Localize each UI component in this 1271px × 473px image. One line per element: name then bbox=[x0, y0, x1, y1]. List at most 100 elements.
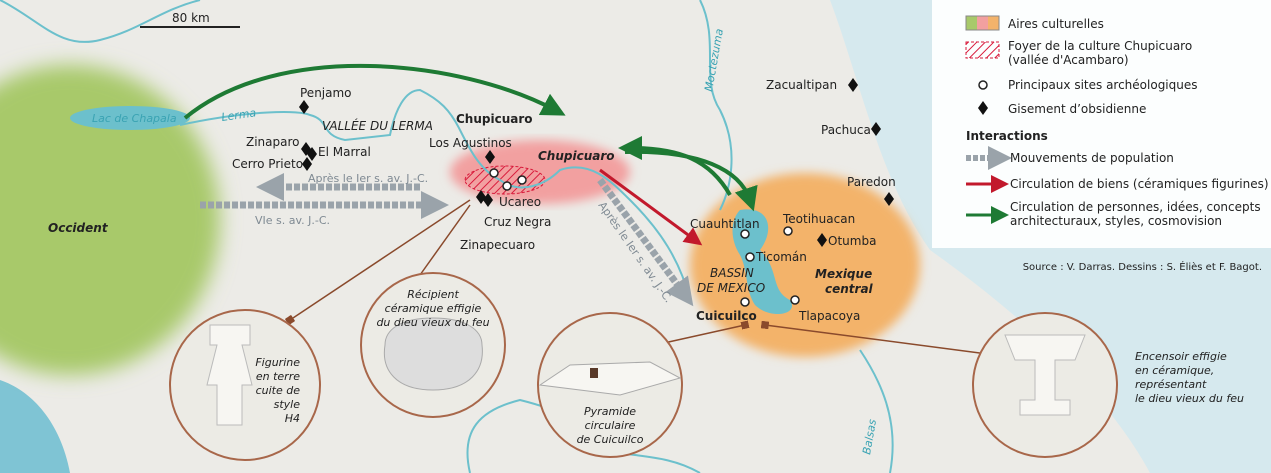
site-markers bbox=[489, 168, 800, 307]
figurine-drawing bbox=[206, 324, 253, 426]
site-icon bbox=[740, 229, 750, 239]
site-el-marral: El Marral bbox=[318, 145, 371, 159]
site-cruz-negra: Cruz Negra bbox=[484, 215, 551, 229]
site-zinapecuaro: Zinapecuaro bbox=[460, 238, 535, 252]
site-cerro-prieto: Cerro Prieto bbox=[232, 157, 303, 171]
site-cuauhtitlan: Cuauhtitlan bbox=[690, 217, 760, 231]
site-ticoman: Ticomán bbox=[755, 250, 807, 264]
site-otumba: Otumba bbox=[828, 234, 876, 248]
svg-text:circulaire: circulaire bbox=[585, 419, 636, 432]
source-credit: Source : V. Darras. Dessins : S. Éliès e… bbox=[1023, 260, 1262, 273]
river-label-balsas: Balsas bbox=[860, 418, 879, 456]
obsidian-icon bbox=[299, 100, 309, 114]
obsidian-icon bbox=[848, 78, 858, 92]
arrow-green-to-mexique bbox=[624, 149, 758, 212]
svg-text:du dieu vieux du feu: du dieu vieux du feu bbox=[376, 316, 489, 329]
site-penjamo: Penjamo bbox=[300, 86, 352, 100]
svg-text:Aires culturelles: Aires culturelles bbox=[1008, 17, 1104, 31]
svg-text:le dieu vieux du feu: le dieu vieux du feu bbox=[1135, 392, 1244, 405]
svg-text:Circulation de personnes, idée: Circulation de personnes, idées, concept… bbox=[1010, 200, 1261, 214]
river-lerma bbox=[179, 88, 691, 301]
obsidian-icon bbox=[817, 233, 827, 247]
svg-text:architecturaux, styles, cosmov: architecturaux, styles, cosmovision bbox=[1010, 214, 1222, 228]
svg-text:Principaux sites archéologique: Principaux sites archéologiques bbox=[1008, 78, 1198, 92]
obsidian-icon bbox=[302, 157, 312, 171]
encensoir-drawing bbox=[1004, 334, 1086, 416]
svg-text:Mouvements de population: Mouvements de population bbox=[1010, 151, 1174, 165]
region-bassin-2: DE MEXICO bbox=[697, 281, 765, 295]
region-mexique-1: Mexique bbox=[815, 267, 872, 281]
svg-text:en terre: en terre bbox=[256, 370, 300, 383]
site-icon bbox=[517, 175, 527, 185]
svg-text:Interactions: Interactions bbox=[966, 129, 1048, 143]
region-vallee: VALLÉE DU LERMA bbox=[322, 118, 433, 133]
obsidian-icon bbox=[483, 193, 493, 207]
site-zinaparo: Zinaparo bbox=[246, 135, 300, 149]
region-chupicuaro: Chupicuaro bbox=[538, 149, 615, 163]
arrow-red-goods bbox=[599, 168, 703, 246]
site-zacualtipan: Zacualtipan bbox=[766, 78, 837, 92]
site-icon bbox=[745, 252, 755, 262]
svg-text:H4: H4 bbox=[285, 412, 300, 425]
site-teotihuacan: Teotihuacan bbox=[782, 212, 855, 226]
svg-text:représentant: représentant bbox=[1135, 378, 1207, 391]
obsidian-icon bbox=[307, 147, 317, 161]
region-bassin-1: BASSIN bbox=[710, 266, 754, 280]
vignette-recipient: Récipient céramique effigie du dieu vieu… bbox=[360, 272, 506, 418]
site-legend-icon bbox=[978, 80, 988, 90]
site-ucareo: Ucareo bbox=[499, 195, 541, 209]
leader-encensoir bbox=[760, 320, 996, 356]
svg-text:Gisement d’obsidienne: Gisement d’obsidienne bbox=[1008, 102, 1146, 116]
site-chupicuaro: Chupicuaro bbox=[456, 112, 533, 126]
river-moctezuma bbox=[699, 0, 733, 211]
obsidian-icon bbox=[485, 150, 495, 164]
obsidian-markers bbox=[299, 78, 894, 247]
svg-text:Circulation de biens (céramiqu: Circulation de biens (céramiques figurin… bbox=[1010, 177, 1269, 191]
svg-text:style: style bbox=[274, 398, 301, 411]
vignette-pyramide: Pyramide circulaire de Cuicuilco bbox=[537, 312, 683, 458]
svg-text:Pyramide: Pyramide bbox=[584, 405, 636, 418]
lac-chapala bbox=[70, 106, 190, 130]
scale-label: 80 km bbox=[172, 11, 210, 25]
svg-text:en céramique,: en céramique, bbox=[1135, 364, 1214, 377]
river-label-lerma: Lerma bbox=[221, 106, 258, 124]
site-los-agustinos: Los Agustinos bbox=[429, 136, 512, 150]
site-pachuca: Pachuca bbox=[821, 123, 871, 137]
arrow-grey-southeast bbox=[597, 177, 694, 307]
svg-text:céramique effigie: céramique effigie bbox=[385, 302, 482, 315]
site-icon bbox=[489, 168, 499, 178]
site-icon bbox=[783, 226, 793, 236]
svg-text:(vallée d'Acambaro): (vallée d'Acambaro) bbox=[1008, 53, 1129, 67]
pyramide-drawing bbox=[538, 361, 682, 396]
region-occident: Occident bbox=[48, 221, 109, 235]
leader-pyramide bbox=[654, 320, 750, 346]
svg-text:Encensoir effigie: Encensoir effigie bbox=[1135, 350, 1227, 363]
site-icon bbox=[502, 181, 512, 191]
site-paredon: Paredon bbox=[847, 175, 896, 189]
movement-label-west: Après le Ier s. av. J.-C. bbox=[308, 172, 428, 185]
aires-swatch bbox=[965, 15, 1000, 31]
movement-label-east: VIe s. av. J.-C. bbox=[255, 214, 330, 227]
obsidian-icon bbox=[871, 122, 881, 136]
site-icon bbox=[790, 295, 800, 305]
recipient-drawing bbox=[383, 317, 483, 391]
arrow-green-occident bbox=[183, 63, 566, 120]
sea-west bbox=[0, 380, 70, 473]
svg-text:Foyer de la culture Chupicuaro: Foyer de la culture Chupicuaro bbox=[1008, 39, 1192, 53]
site-tlapacoya: Tlapacoya bbox=[798, 309, 860, 323]
foyer-swatch bbox=[965, 41, 1000, 59]
vignette-encensoir: Encensoir effigie en céramique, représen… bbox=[972, 312, 1244, 458]
svg-text:de Cuicuilco: de Cuicuilco bbox=[577, 433, 644, 446]
svg-text:Récipient: Récipient bbox=[407, 288, 459, 301]
obsidian-icon bbox=[884, 192, 894, 206]
lake-label: Lac de Chapala bbox=[92, 112, 177, 125]
obsidian-legend-icon bbox=[978, 101, 988, 115]
leader-recipient bbox=[419, 204, 471, 276]
site-cuicuilco: Cuicuilco bbox=[696, 309, 757, 323]
vignette-figurine: Figurine en terre cuite de style H4 bbox=[169, 309, 321, 461]
region-mexique-2: central bbox=[825, 282, 874, 296]
legend: Aires culturelles Foyer de la culture Ch… bbox=[932, 0, 1271, 248]
site-icon bbox=[740, 297, 750, 307]
river-label-moctezuma: Moctezuma bbox=[702, 27, 726, 92]
